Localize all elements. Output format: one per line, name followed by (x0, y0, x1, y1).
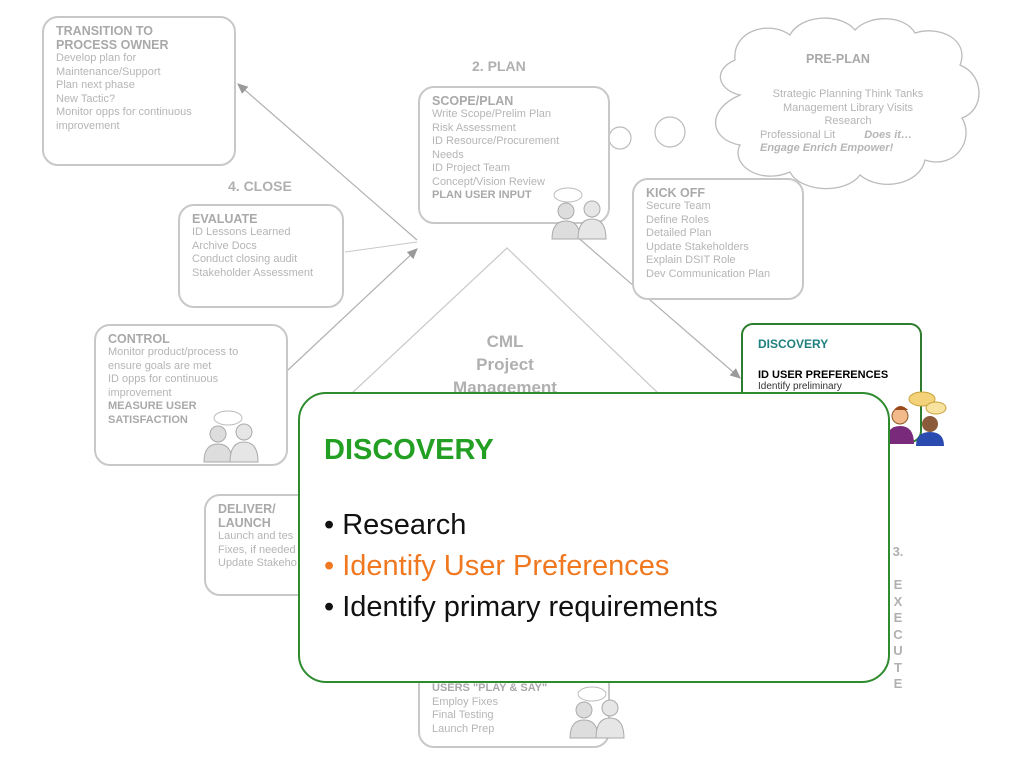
evaluate-line: Conduct closing audit (192, 253, 298, 265)
transition-box: TRANSITION TO PROCESS OWNER Develop plan… (42, 16, 236, 166)
control-line: improvement (108, 386, 172, 399)
preplan-title: PRE-PLAN (806, 52, 870, 66)
preplan-verbs: Engage Enrich Empower! (760, 142, 894, 154)
control-measure: MEASURE USER (108, 400, 197, 412)
kickoff-line: Define Roles (646, 213, 709, 226)
scope-line: Write Scope/Prelim Plan (432, 108, 552, 120)
preplan-does-it: Does it… (864, 128, 912, 141)
transition-line: Plan next phase (56, 79, 135, 91)
users-icon (203, 410, 259, 463)
preplan-line: Strategic Planning Think Tanks (772, 88, 924, 100)
scope-plan-user-input: PLAN USER INPUT (432, 189, 532, 201)
scope-plan-title: SCOPE/PLAN (432, 94, 514, 108)
users-icon (569, 686, 625, 739)
preplan-text: Strategic Planning Think Tanks Managemen… (748, 88, 948, 156)
arrow-to-discovery (559, 221, 741, 379)
execute-letter: T (894, 659, 902, 675)
kickoff-line: Secure Team (646, 200, 711, 212)
scope-line: Needs (432, 148, 464, 161)
control-title: CONTROL (108, 332, 170, 346)
preplan-line: Management Library Visits (782, 101, 914, 114)
play-say-line: Employ Fixes (432, 695, 499, 708)
popup-item-user-preferences: • Identify User Preferences (324, 550, 670, 582)
phase-label-execute: 3. E X E C U T E (888, 544, 908, 693)
transition-title-1: TRANSITION TO (56, 24, 153, 38)
control-satisfaction: SATISFACTION (108, 413, 188, 426)
execute-letter: E (893, 610, 903, 625)
kickoff-line: Update Stakeholders (646, 240, 749, 253)
transition-line: Monitor opps for continuous (56, 106, 192, 118)
thought-bubble-medium (608, 126, 632, 150)
evaluate-line: Archive Docs (192, 239, 257, 252)
preplan-cloud (714, 17, 980, 190)
center-line: CML (486, 332, 524, 351)
phase-label-close: 4. CLOSE (228, 178, 292, 194)
center-triangle (349, 247, 661, 396)
transition-line: Maintenance/Support (56, 65, 161, 78)
preplan-line: Research (824, 115, 872, 127)
execute-letter: X (893, 593, 903, 609)
scope-line: ID Project Team (432, 162, 511, 174)
discovery-box-line: Identify preliminary (758, 381, 842, 392)
play-say-line: Final Testing (432, 709, 494, 721)
control-line: Monitor product/process to (108, 346, 239, 358)
transition-title-2: PROCESS OWNER (56, 38, 169, 52)
center-line: Project (476, 355, 534, 374)
deliver-title-2: LAUNCH (218, 516, 271, 530)
thought-bubble-large (654, 116, 686, 148)
connector-evaluate (344, 241, 418, 253)
execute-letter: C (893, 626, 903, 642)
kickoff-box: KICK OFF Secure Team Define Roles Detail… (632, 178, 804, 300)
transition-line: Develop plan for (56, 52, 137, 64)
discovery-popup-title: DISCOVERY (324, 434, 494, 466)
colored-users-icon (886, 391, 947, 446)
execute-letter (888, 561, 908, 578)
deliver-line: Launch and tes (218, 530, 294, 542)
discovery-box-subtitle: ID USER PREFERENCES (758, 369, 889, 381)
evaluate-box: EVALUATE ID Lessons Learned Archive Docs… (178, 204, 344, 308)
scope-plan-box: SCOPE/PLAN Write Scope/Prelim Plan Risk … (418, 86, 610, 224)
transition-line: improvement (56, 119, 120, 132)
preplan-line: Professional Lit (760, 128, 836, 141)
scope-line: Concept/Vision Review (432, 175, 545, 188)
popup-item-research: • Research (324, 509, 467, 541)
kickoff-title: KICK OFF (646, 186, 706, 200)
control-box: CONTROL Monitor product/process to ensur… (94, 324, 288, 466)
control-line: ensure goals are met (108, 359, 212, 372)
arrow-to-plan (287, 248, 418, 371)
kickoff-line: Detailed Plan (646, 227, 712, 239)
execute-letter: U (893, 643, 903, 658)
arrow-to-transition (237, 83, 418, 241)
phase-label-plan: 2. PLAN (472, 58, 526, 74)
users-icon (551, 187, 607, 240)
deliver-line: Fixes, if needed (218, 543, 296, 556)
popup-item-primary-requirements: • Identify primary requirements (324, 591, 718, 623)
execute-letter: E (893, 577, 903, 592)
play-say-line: Launch Prep (432, 722, 495, 735)
play-say-title: USERS "PLAY & SAY" (432, 682, 548, 694)
control-line: ID opps for continuous (108, 373, 219, 385)
transition-line: New Tactic? (56, 92, 116, 105)
deliver-line: Update Stakeho (218, 557, 297, 569)
scope-line: ID Resource/Procurement (432, 135, 560, 147)
deliver-title-1: DELIVER/ (218, 502, 276, 516)
execute-letter: E (893, 676, 903, 691)
center-label: CML Project Management (430, 330, 580, 399)
kickoff-line: Explain DSIT Role (646, 254, 736, 266)
execute-letter: 3. (892, 544, 904, 559)
scope-line: Risk Assessment (432, 121, 516, 134)
evaluate-title: EVALUATE (192, 212, 258, 226)
kickoff-line: Dev Communication Plan (646, 267, 771, 280)
evaluate-line: Stakeholder Assessment (192, 266, 314, 279)
discovery-popup: DISCOVERY • Research • Identify User Pre… (298, 392, 890, 683)
discovery-box-title: DISCOVERY (758, 337, 829, 351)
evaluate-line: ID Lessons Learned (192, 226, 291, 238)
